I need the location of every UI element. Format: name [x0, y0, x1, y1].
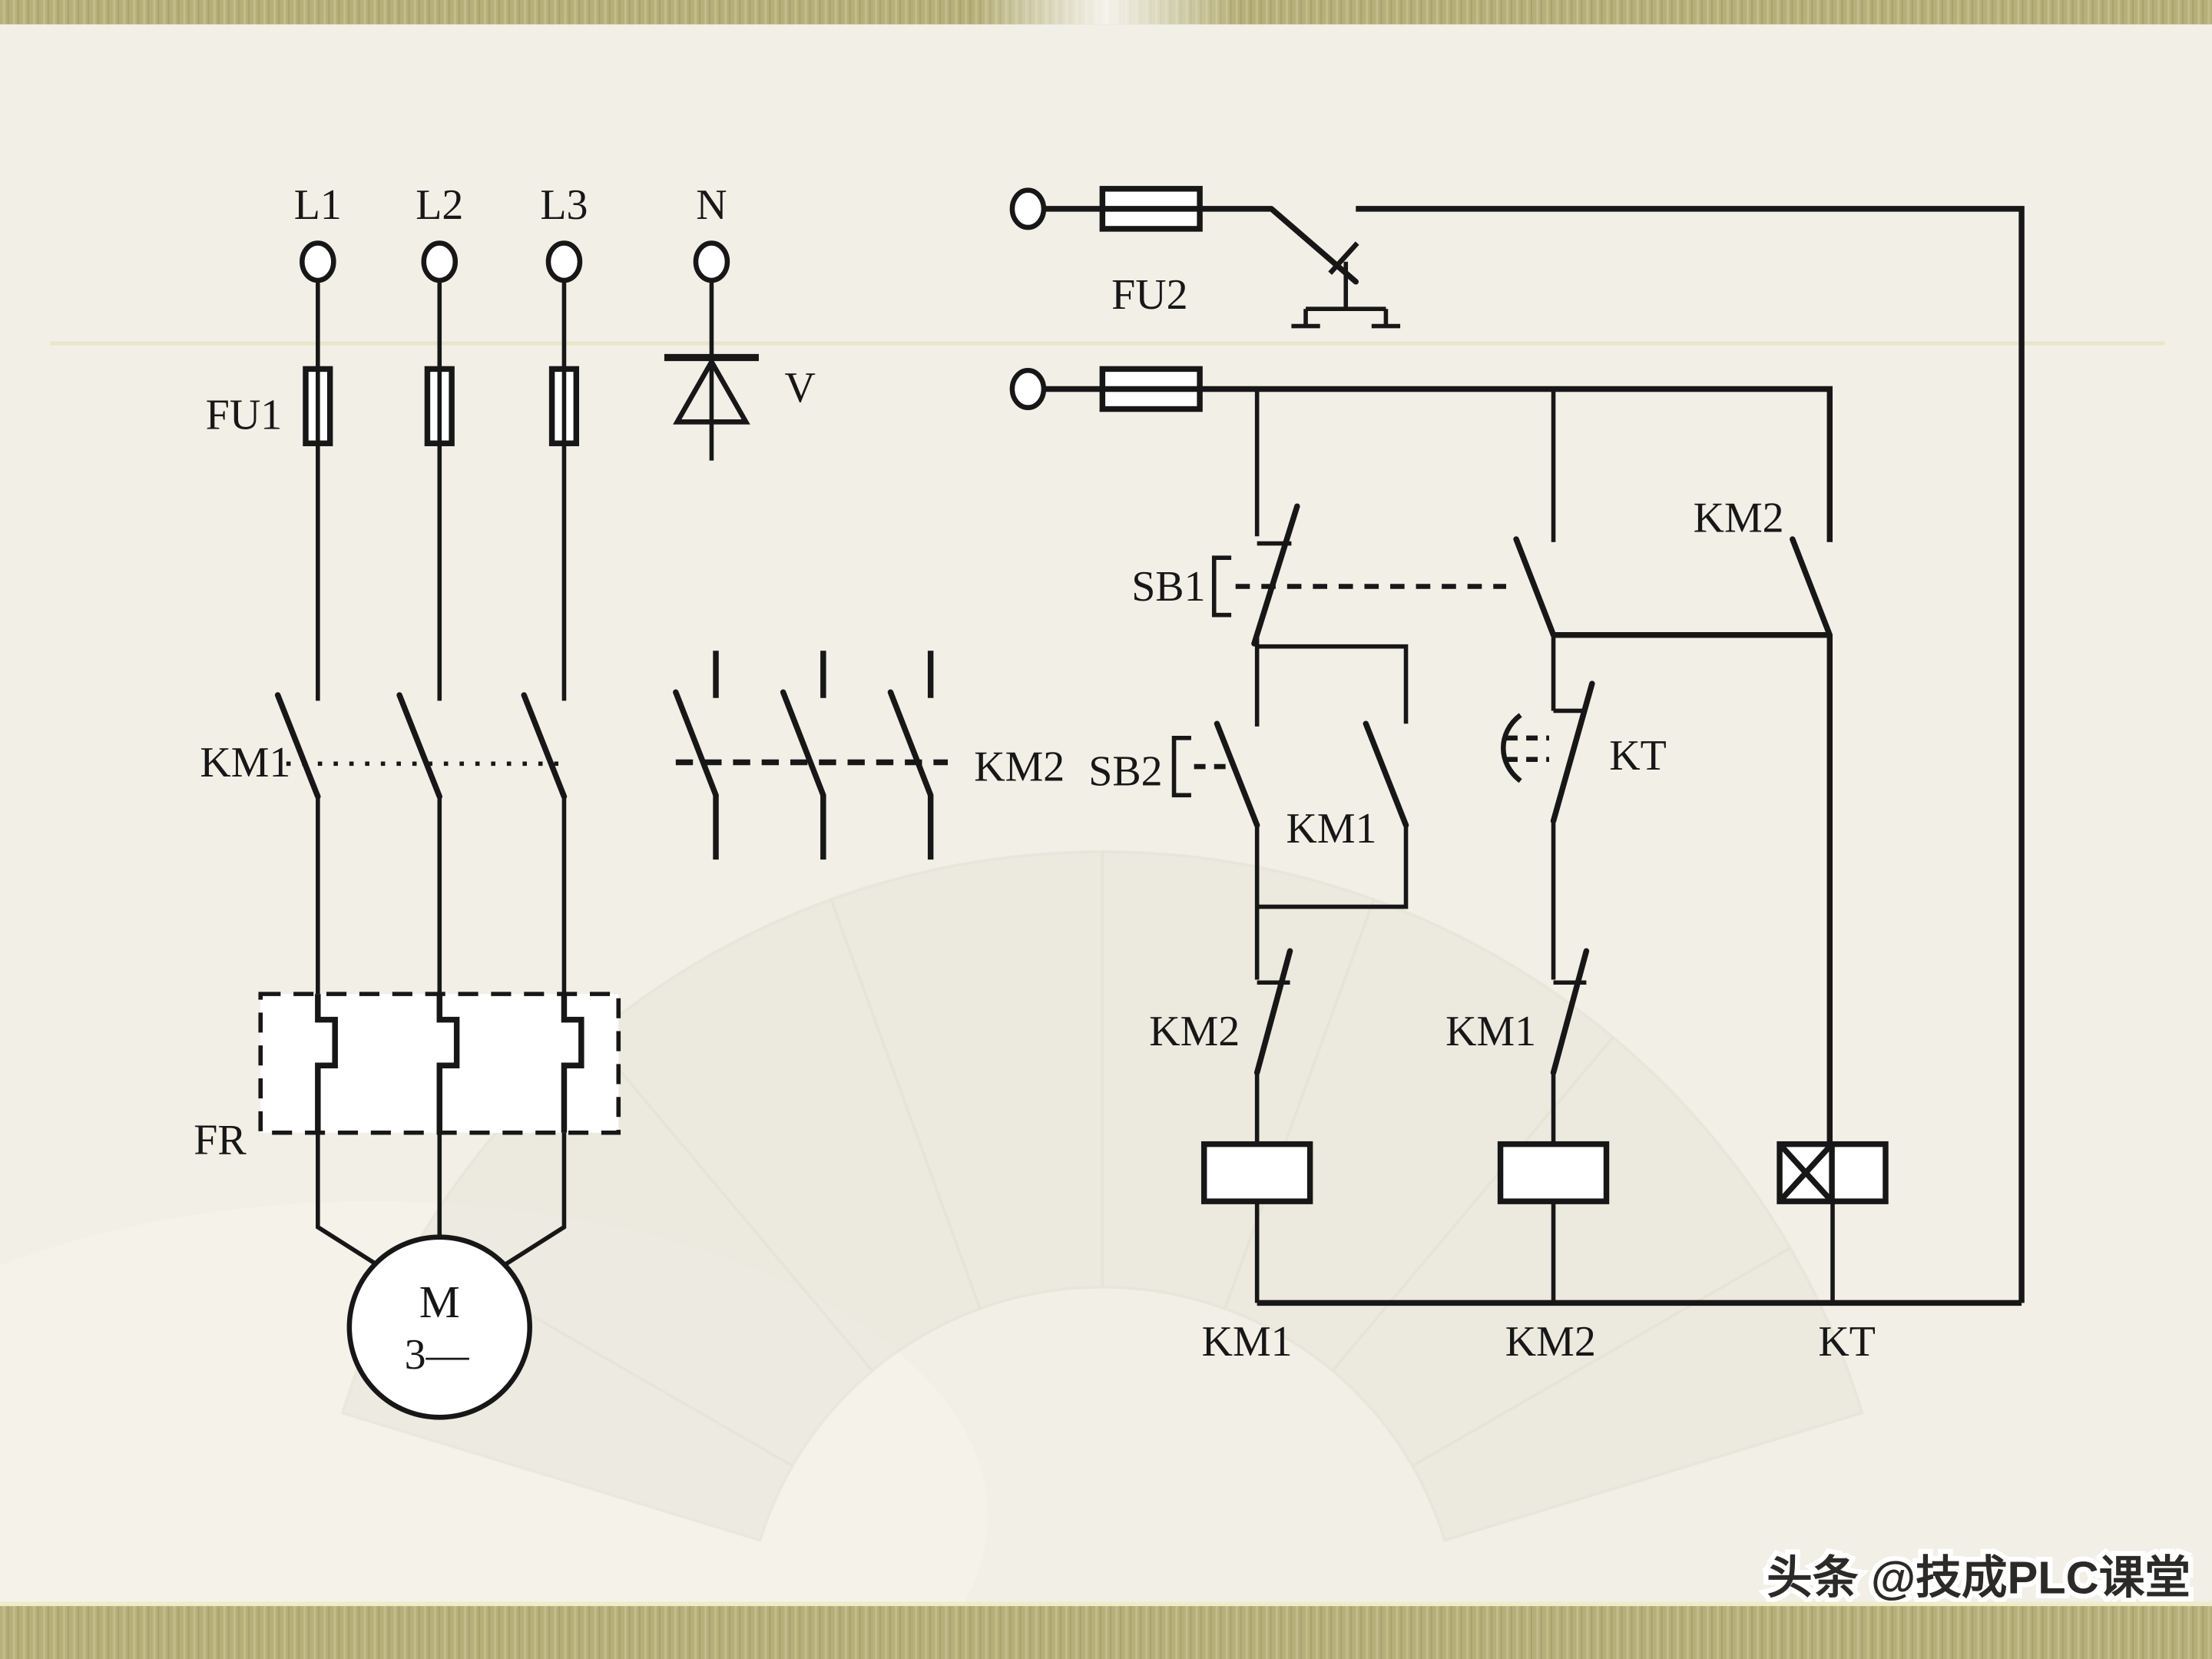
fuse-fu2-label: FU2 [1111, 271, 1187, 319]
fuse-fu1-label: FU1 [206, 392, 282, 439]
control-circuit: FU2 SB1 KM2 [1009, 186, 2025, 1366]
timer-contact-kt [1501, 680, 1595, 980]
km1-interlock-contact [1550, 948, 1590, 1144]
km1-interlock-label: KM1 [1445, 1008, 1536, 1055]
km1-main-label: KM1 [200, 739, 290, 786]
coil-kt-label: KT [1818, 1318, 1876, 1366]
top-edge-band [0, 0, 2212, 25]
diode-v [664, 280, 759, 461]
km2-interlock-label: KM2 [1149, 1008, 1240, 1055]
km1-main-contacts [274, 692, 569, 995]
coil-km1-label: KM1 [1202, 1318, 1293, 1366]
neutral-label: N [696, 181, 727, 229]
diode-v-label: V [785, 364, 816, 412]
phase-label-l1: L1 [294, 181, 342, 229]
coil-kt [1777, 1141, 1889, 1204]
km1-seal-in-contact [1257, 644, 1409, 909]
control-rail [1045, 386, 1833, 542]
motor-letter: M [419, 1277, 460, 1327]
terminal-l3 [545, 240, 583, 283]
control-terminal-bottom [1009, 368, 1047, 410]
km2-main-contacts [673, 651, 949, 860]
sb1-no-contact-blade [1513, 536, 1557, 638]
brake-junction-wires [1553, 632, 1833, 1144]
stop-button-sb1-label: SB1 [1131, 563, 1205, 611]
motor-phase-text: 3— [405, 1331, 470, 1379]
terminal-n [693, 240, 730, 283]
power-circuit: L1 L2 L3 N FU1 V KM1 [194, 181, 1065, 1420]
start-button-sb2-label: SB2 [1088, 747, 1162, 795]
control-terminal-top [1009, 187, 1047, 230]
km2-interlock-contact [1253, 906, 1293, 1144]
phase-label-l2: L2 [416, 181, 463, 229]
watermark-text: 头条 @技成PLC课堂 [1767, 1551, 2190, 1603]
start-button-sb2 [1171, 720, 1260, 907]
km2-main-label: KM2 [974, 743, 1065, 791]
fan-watermark [340, 850, 1864, 1542]
stop-button-sb1 [1211, 503, 1507, 727]
coil-km2-label: KM2 [1505, 1318, 1596, 1366]
coil-bottom-wires [1254, 1201, 1835, 1303]
thermal-relay-fr [258, 992, 621, 1135]
thermal-relay-fr-label: FR [194, 1117, 247, 1164]
motor-feed-wires [316, 1132, 567, 1270]
km2-brake-contact-blade [1790, 536, 1833, 638]
phase-label-l3: L3 [540, 181, 588, 229]
terminal-l1 [300, 240, 336, 283]
km1-seal-in-label: KM1 [1286, 805, 1377, 853]
disconnect-switch [1268, 206, 1401, 329]
coil-km1 [1200, 1141, 1313, 1204]
bottom-edge-band [0, 1601, 2212, 1659]
coil-km2 [1497, 1141, 1610, 1204]
motor: M 3— [346, 1234, 532, 1420]
km2-brake-contact-label: KM2 [1694, 495, 1784, 542]
timer-contact-kt-label: KT [1609, 732, 1667, 780]
control-right-edge-wire [1356, 206, 2025, 1303]
terminal-l2 [421, 240, 459, 283]
rail-drops [1254, 389, 1556, 542]
phase-wires-upper [316, 280, 567, 701]
kt-delay-arc [1501, 713, 1522, 783]
